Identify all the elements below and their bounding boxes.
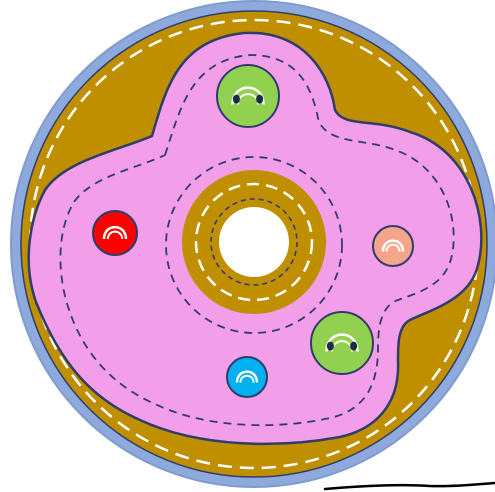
right-lower-green-marker — [311, 312, 373, 374]
top-green-marker — [217, 65, 279, 127]
red-marker — [93, 211, 137, 255]
center-hole — [219, 207, 289, 277]
salmon-marker — [373, 226, 413, 266]
top-green-marker-circle — [217, 65, 279, 127]
dot-1 — [327, 342, 334, 351]
dot-2 — [350, 342, 357, 351]
underline-stroke — [325, 483, 495, 489]
red-marker-circle — [93, 211, 137, 255]
salmon-marker-circle — [373, 226, 413, 266]
blue-marker — [227, 357, 267, 397]
right-lower-green-marker-circle — [311, 312, 373, 374]
dot-1 — [233, 95, 240, 104]
dot-2 — [256, 95, 263, 104]
blue-marker-circle — [227, 357, 267, 397]
